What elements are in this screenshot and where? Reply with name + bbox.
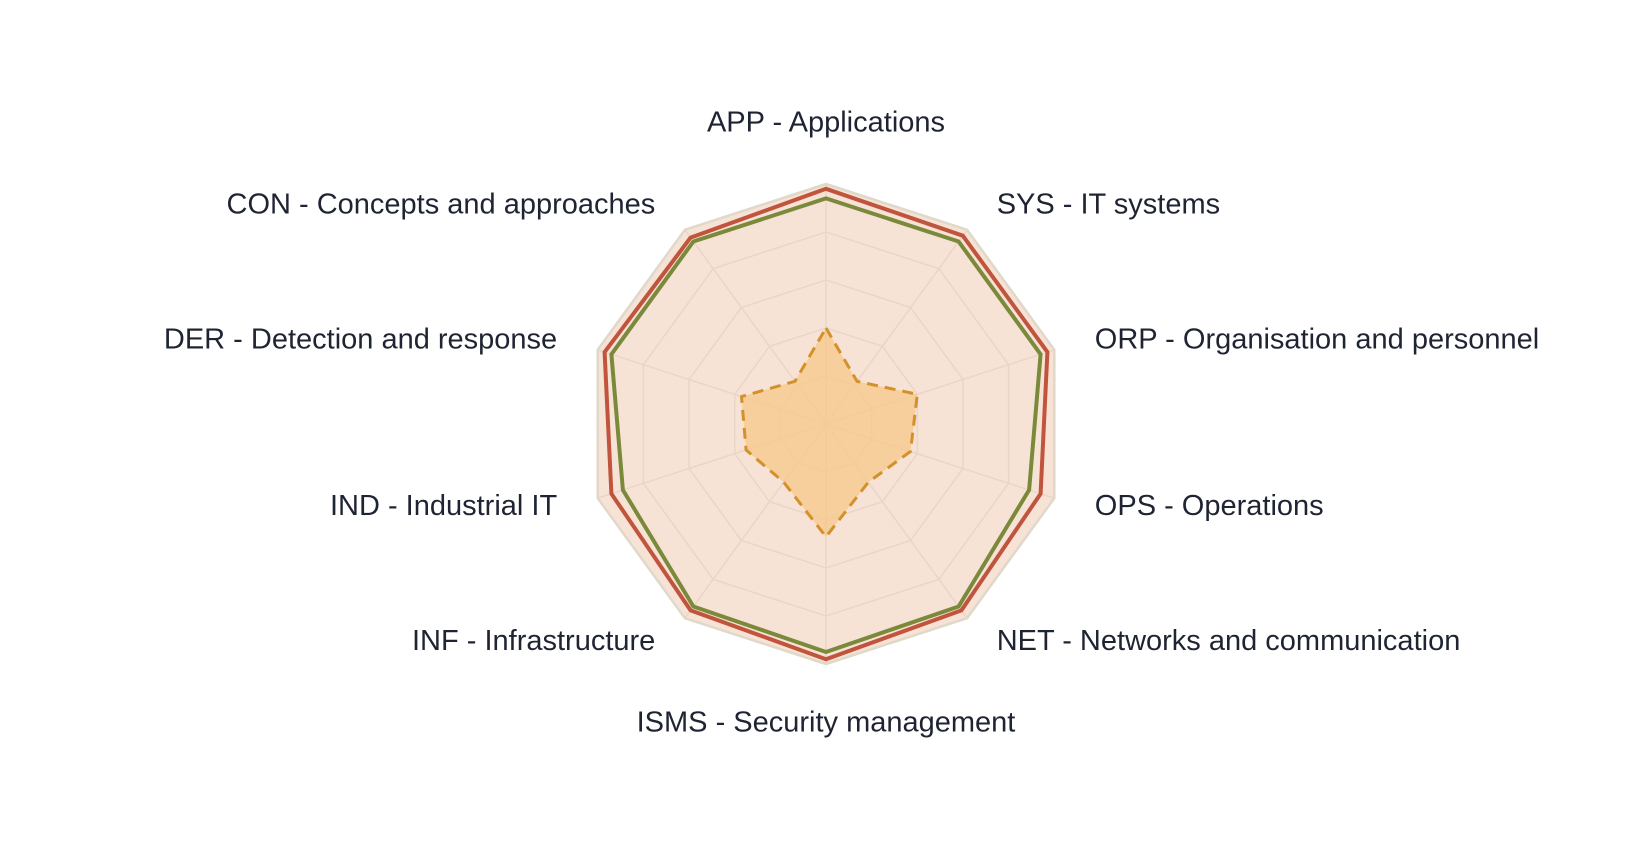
axis-label-2: ORP - Organisation and personnel — [1095, 323, 1539, 355]
outer-area-border — [596, 182, 1056, 666]
axis-label-8: DER - Detection and response — [164, 323, 557, 355]
axis-label-4: NET - Networks and communication — [997, 625, 1461, 657]
axis-label-1: SYS - IT systems — [997, 188, 1220, 220]
axis-label-0: APP - Applications — [707, 107, 945, 139]
axis-label-9: CON - Concepts and approaches — [227, 188, 656, 220]
axis-label-5: ISMS - Security management — [637, 707, 1016, 739]
axis-label-3: OPS - Operations — [1095, 490, 1324, 522]
series-2-polygon — [609, 196, 1043, 654]
series-1-polygon — [602, 186, 1050, 662]
axis-label-7: IND - Industrial IT — [330, 490, 557, 522]
axis-label-6: INF - Infrastructure — [412, 625, 655, 657]
series-3-polygon — [740, 326, 919, 539]
